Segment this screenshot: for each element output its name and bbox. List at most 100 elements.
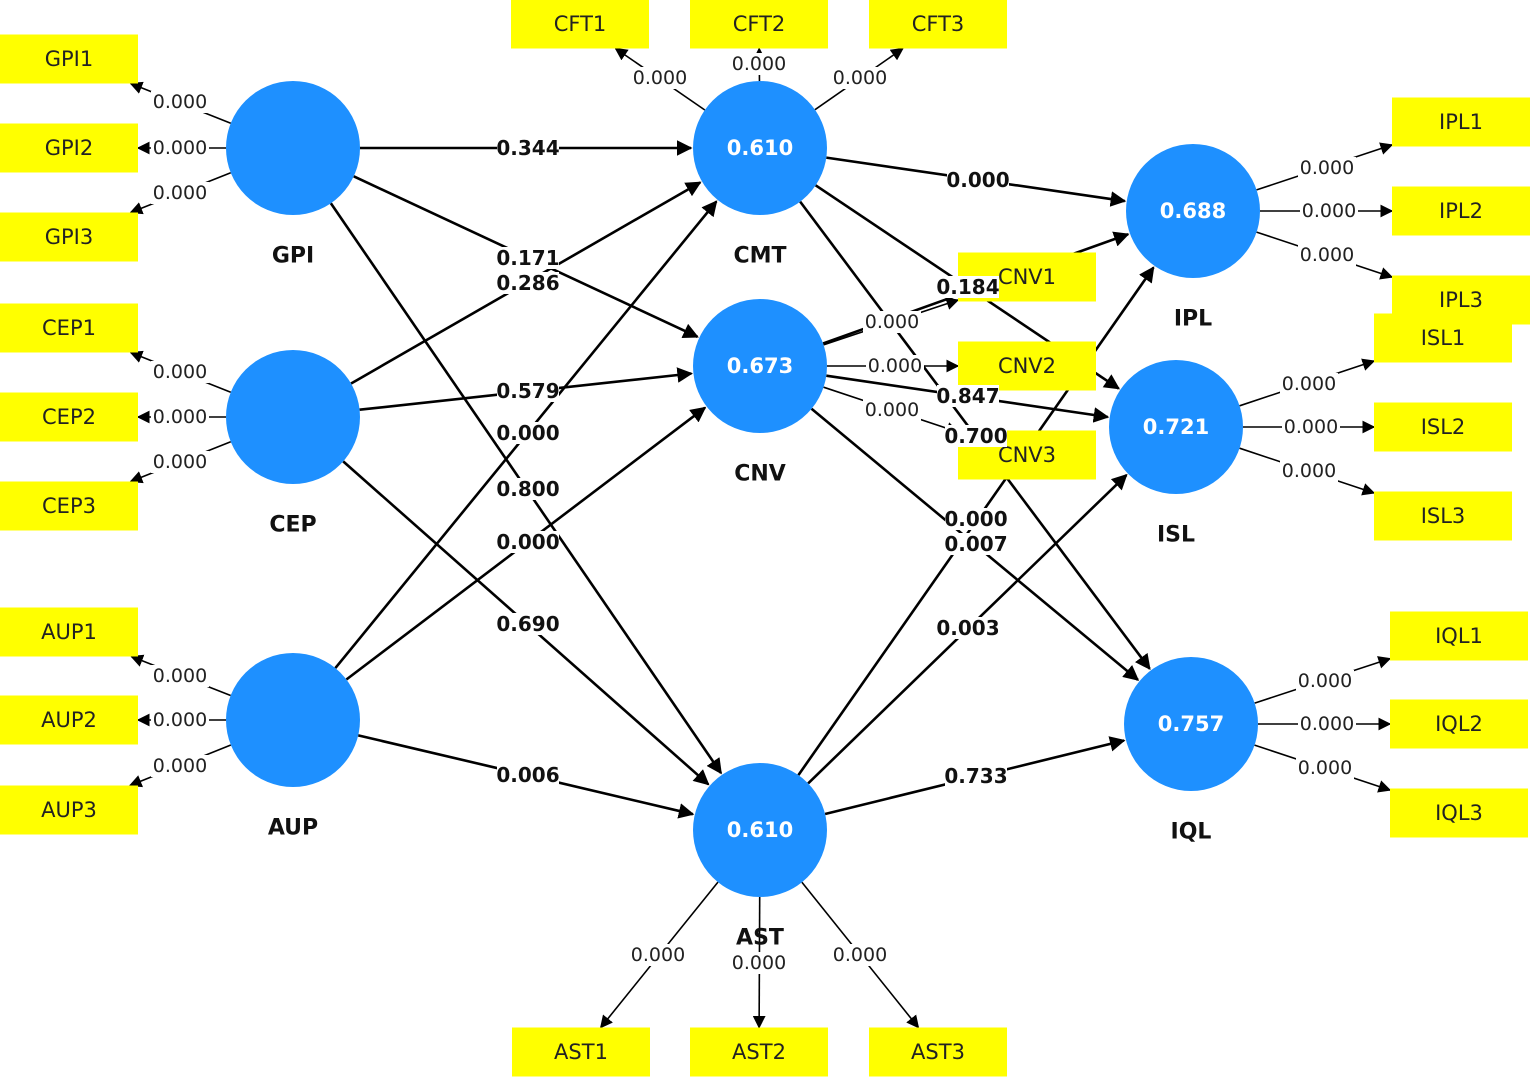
loading-value-label: 0.000 [1284,416,1338,438]
loading-label-bg [863,311,921,333]
indicator-label: AST3 [911,1040,965,1064]
indicator-cft2[interactable] [690,0,828,49]
indicator-label: CEP2 [42,405,96,429]
path-label-bg [497,247,559,269]
indicator-gpi1[interactable] [0,34,138,84]
loading-label-bg [151,361,209,383]
indicator-label: AST2 [732,1040,786,1064]
loading-value-label: 0.000 [153,91,207,113]
indicator-aup2[interactable] [0,695,138,745]
construct-aup[interactable] [226,653,360,787]
indicator-ast1[interactable] [512,1027,650,1077]
construct-cep[interactable] [226,350,360,484]
loading-label-bg [1298,244,1356,266]
indicator-cft1[interactable] [511,0,649,49]
loading-label-bg [1300,200,1358,222]
path-coefficient-label: 0.171 [496,246,559,270]
loading-value-label: 0.000 [1298,670,1352,692]
indicator-ipl2[interactable] [1392,186,1530,236]
construct-cmt[interactable] [693,81,827,215]
construct-isl[interactable] [1109,360,1243,494]
path-coefficient-label: 0.286 [496,271,559,295]
loading-label-bg [866,355,924,377]
loading-label-bg [151,406,209,428]
indicator-cep1[interactable] [0,303,138,353]
path-coefficient-label: 0.184 [936,275,999,299]
loading-value-label: 0.000 [153,137,207,159]
loading-value-label: 0.000 [1298,757,1352,779]
indicator-iql3[interactable] [1390,788,1528,838]
path-coefficient-label: 0.000 [944,507,1007,531]
indicator-cep2[interactable] [0,392,138,442]
construct-ast[interactable] [693,763,827,897]
indicator-aup3[interactable] [0,785,138,835]
construct-label: CMT [733,244,786,269]
r-squared-value: 0.688 [1160,199,1226,223]
indicator-label: AUP2 [41,708,97,732]
loading-value-label: 0.000 [732,952,786,974]
loading-label-bg [1280,460,1338,482]
indicator-iql1[interactable] [1390,611,1528,661]
construct-label: IQL [1171,820,1212,845]
indicator-iql2[interactable] [1390,699,1528,749]
path-label-bg [497,478,559,500]
loading-label-bg [629,944,687,966]
indicator-cep3[interactable] [0,481,138,531]
loading-label-bg [151,137,209,159]
indicator-label: CNV3 [998,443,1056,467]
construct-label: CNV [734,462,786,487]
indicator-isl1[interactable] [1374,313,1512,363]
edge-labels: 0.3440.1710.0000.2860.5790.6900.8000.000… [151,53,1358,974]
indicator-isl3[interactable] [1374,491,1512,541]
indicator-label: ISL2 [1421,415,1466,439]
path-coefficient-label: 0.733 [944,764,1007,788]
indicator-cft3[interactable] [869,0,1007,49]
loading-label-bg [1282,416,1340,438]
indicator-label: CNV1 [998,265,1056,289]
construct-cnv[interactable] [693,299,827,433]
path-coefficient-label: 0.000 [496,530,559,554]
loading-label-bg [1298,157,1356,179]
loading-value-label: 0.000 [833,944,887,966]
loading-value-label: 0.000 [1300,244,1354,266]
indicator-label: IPL1 [1439,110,1483,134]
indicator-label: AUP3 [41,798,97,822]
loading-value-label: 0.000 [153,406,207,428]
construct-iql[interactable] [1124,657,1258,791]
indicator-label: CFT3 [912,12,965,36]
path-label-bg [945,425,1007,447]
indicator-gpi3[interactable] [0,212,138,262]
loading-label-bg [730,53,788,75]
indicator-isl2[interactable] [1374,402,1512,452]
loading-label-bg [151,665,209,687]
path-label-bg [937,276,999,298]
loading-value-label: 0.000 [868,355,922,377]
indicator-label: ISL3 [1421,504,1466,528]
construct-gpi[interactable] [226,81,360,215]
indicator-label: GPI1 [45,47,94,71]
construct-ipl[interactable] [1126,144,1260,278]
indicator-label: IQL3 [1435,801,1483,825]
indicator-cnv2[interactable] [958,341,1096,391]
indicator-ipl1[interactable] [1392,97,1530,147]
loading-value-label: 0.000 [633,67,687,89]
loading-label-bg [730,952,788,974]
indicator-gpi2[interactable] [0,123,138,173]
indicator-ast2[interactable] [690,1027,828,1077]
loading-value-label: 0.000 [1282,460,1336,482]
indicator-label: CFT2 [733,12,786,36]
indicator-label: GPI3 [45,225,94,249]
loading-value-label: 0.000 [153,361,207,383]
loading-value-label: 0.000 [631,944,685,966]
loading-label-bg [631,67,689,89]
path-coefficient-label: 0.579 [496,379,559,403]
loading-label-bg [831,67,889,89]
loading-value-label: 0.000 [1300,157,1354,179]
path-label-bg [937,617,999,639]
loading-value-label: 0.000 [153,182,207,204]
indicator-aup1[interactable] [0,607,138,657]
r-squared-value: 0.610 [727,136,793,160]
indicator-ast3[interactable] [869,1027,1007,1077]
indicator-label: CEP3 [42,494,96,518]
